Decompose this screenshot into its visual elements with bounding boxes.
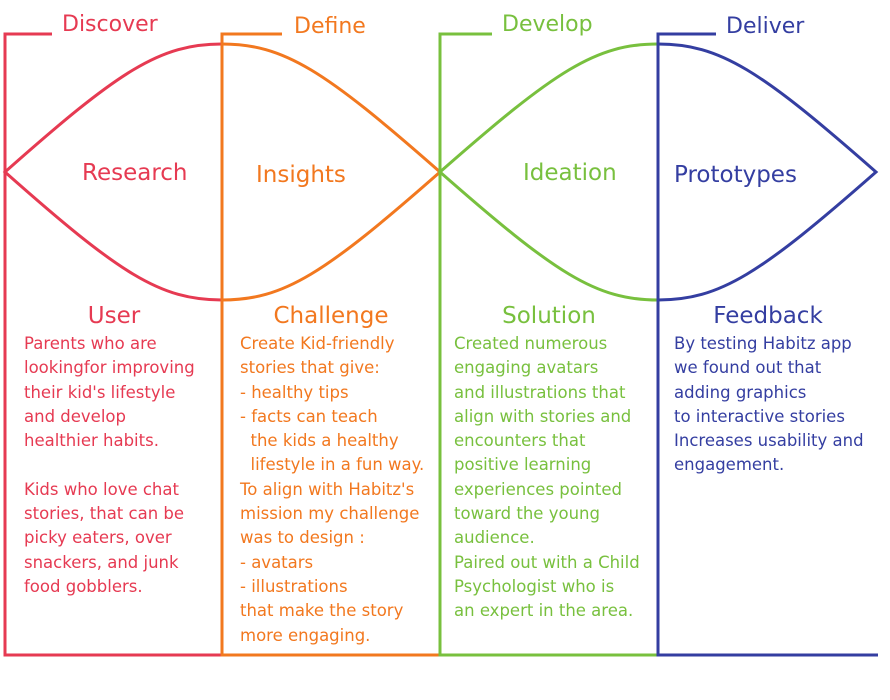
body-line: an expert in the area. — [454, 601, 634, 621]
body-line: To align with Habitz's — [240, 479, 415, 499]
body-line: experiences pointed — [454, 479, 622, 499]
center-label-insights: Insights — [256, 162, 346, 188]
body-line: mission my challenge — [240, 504, 420, 524]
phase-title-define: Define — [294, 14, 366, 39]
discover-column-frame — [3, 32, 222, 657]
body-line: - avatars — [240, 552, 314, 572]
develop-diamond-half — [437, 42, 659, 302]
define-column-frame — [220, 32, 440, 657]
section-heading-challenge: Challenge — [273, 303, 389, 329]
discover-diamond-half — [2, 42, 223, 302]
section-heading-feedback: Feedback — [713, 303, 823, 329]
body-text-challenge: Create Kid-friendly stories that give: - h… — [240, 332, 424, 648]
phase-title-deliver: Deliver — [726, 14, 805, 39]
phase-title-discover: Discover — [62, 12, 158, 37]
body-line: and illustrations that — [454, 382, 626, 402]
body-line: and develop — [24, 406, 126, 426]
body-line: Psychologist who is — [454, 576, 615, 596]
deliver-column-frame — [656, 32, 878, 657]
body-line: that make the story — [240, 601, 404, 621]
body-line: healthier habits. — [24, 431, 159, 451]
body-line: stories that give: — [240, 358, 380, 378]
body-line: adding graphics — [674, 382, 807, 402]
center-label-ideation: Ideation — [523, 160, 617, 186]
body-line: Parents who are — [24, 334, 157, 353]
body-line: stories, that can be — [24, 504, 185, 524]
body-line: toward the young — [454, 504, 600, 524]
center-label-research: Research — [82, 160, 188, 186]
body-text-solution: Created numerous engaging avatars and illu… — [454, 332, 640, 624]
body-line: - facts can teach — [240, 406, 378, 426]
body-line: align with stories and — [454, 406, 632, 426]
body-line: encounters that — [454, 431, 586, 451]
paragraph-gap — [24, 453, 195, 477]
body-line: lifestyle in a fun way. — [240, 455, 425, 475]
body-line: more engaging. — [240, 625, 371, 645]
body-line: the kids a healthy — [240, 431, 399, 451]
section-heading-solution: Solution — [502, 303, 596, 329]
body-line: engaging avatars — [454, 358, 599, 378]
phase-title-develop: Develop — [502, 12, 593, 37]
body-text-user: Parents who are lookingfor improving their… — [24, 332, 195, 599]
body-line: - illustrations — [240, 576, 348, 596]
body-line: By testing Habitz app — [674, 334, 852, 353]
body-line: engagement. — [674, 455, 785, 475]
develop-column-frame — [438, 32, 658, 657]
body-line: audience. — [454, 528, 535, 548]
body-line: we found out that — [674, 358, 822, 378]
body-line: - healthy tips — [240, 382, 349, 402]
body-line: positive learning — [454, 455, 592, 475]
body-line: picky eaters, over — [24, 528, 172, 548]
body-line: Kids who love chat — [24, 479, 179, 499]
body-line: lookingfor improving — [24, 358, 195, 378]
body-line: Paired out with a Child — [454, 552, 640, 572]
body-line: Create Kid-friendly — [240, 334, 395, 353]
body-line: food gobblers. — [24, 576, 143, 596]
deliver-diamond-half — [657, 42, 879, 302]
body-line: Created numerous — [454, 334, 608, 353]
body-line: to interactive stories — [674, 406, 845, 426]
body-text-feedback: By testing Habitz app we found out that ad… — [674, 332, 864, 478]
body-line: was to design : — [240, 528, 365, 548]
center-label-prototypes: Prototypes — [674, 162, 797, 188]
section-heading-user: User — [87, 303, 141, 329]
body-line: their kid's lifestyle — [24, 382, 176, 402]
body-line: snackers, and junk — [24, 552, 179, 572]
body-line: Increases usability and — [674, 431, 864, 451]
